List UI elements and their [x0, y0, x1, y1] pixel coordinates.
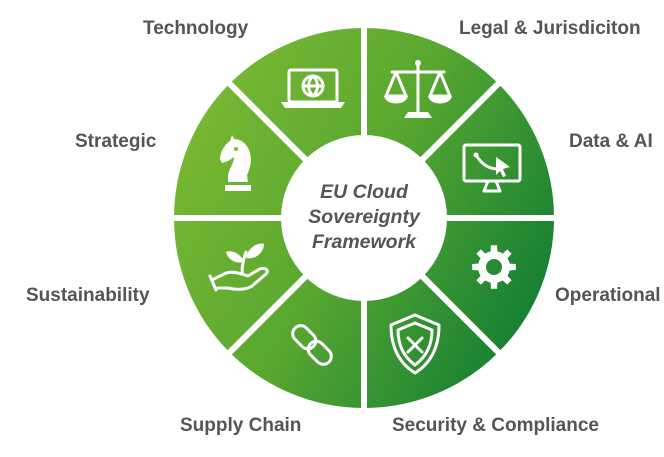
center-line-1: EU Cloud [320, 181, 409, 203]
center-circle [281, 135, 447, 301]
shield-x-icon [389, 313, 441, 375]
center-line-2: Sovereignty [308, 206, 421, 228]
monitor-cursor-icon [462, 143, 522, 193]
label-sustainability: Sustainability [26, 285, 150, 306]
label-operational: Operational [555, 285, 661, 306]
gear-icon [472, 245, 516, 289]
label-data-ai: Data & AI [569, 131, 653, 152]
center-line-3: Framework [312, 231, 417, 253]
chain-link-icon [291, 324, 333, 366]
chess-knight-icon [220, 135, 251, 191]
center-title: EU Cloud Sovereignty Framework [308, 181, 421, 253]
laptop-globe-icon [281, 68, 345, 108]
label-technology: Technology [143, 18, 249, 39]
segment-labels: Technology Legal & Jurisdiciton Data & A… [26, 18, 661, 436]
scales-icon [384, 60, 452, 118]
label-security-compliance: Security & Compliance [392, 415, 599, 436]
label-legal-jurisdiction: Legal & Jurisdiciton [459, 18, 641, 39]
label-strategic: Strategic [75, 131, 157, 152]
label-supply-chain: Supply Chain [180, 415, 301, 436]
hand-plant-icon [208, 243, 269, 292]
